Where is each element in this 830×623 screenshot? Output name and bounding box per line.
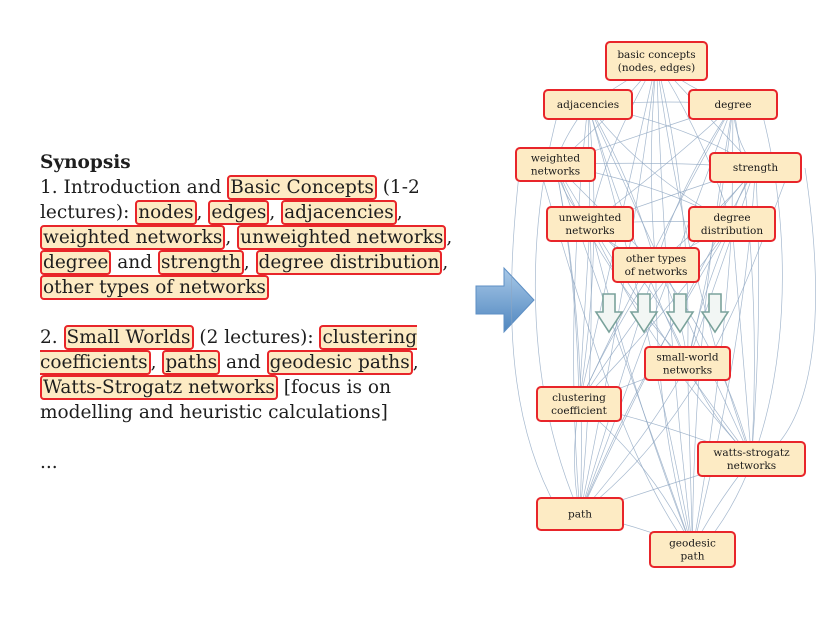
network-edge-60	[731, 223, 752, 460]
node-label: basic concepts	[617, 49, 695, 61]
network-edge-59	[578, 223, 733, 405]
term-watts-strogatz: Watts-Strogatz networks	[40, 375, 278, 400]
node-box	[546, 206, 634, 242]
synopsis-section-2: 2. Small Worlds (2 lectures): clustering…	[40, 325, 419, 423]
node-strength: strength	[709, 152, 802, 183]
node-label: watts-strogatz	[713, 447, 790, 459]
node-label: path	[568, 509, 592, 521]
network-edge-78	[511, 164, 561, 515]
network-edge-45	[687, 167, 756, 364]
network-edge-62	[692, 223, 733, 550]
node-box	[543, 89, 633, 120]
node-box	[649, 531, 736, 568]
node-box	[644, 346, 731, 381]
node-label: other types	[626, 253, 686, 265]
node-box	[515, 147, 596, 182]
node-path: path	[536, 497, 624, 531]
node-label: networks	[727, 460, 776, 472]
term-other-types: other types of networks	[40, 275, 269, 300]
network-edge-79	[759, 167, 816, 461]
network-edge-30	[732, 104, 755, 460]
node-box	[612, 247, 700, 283]
node-box	[709, 152, 802, 183]
node-label: adjacencies	[557, 99, 619, 111]
network-edge-46	[578, 167, 756, 405]
term-small-worlds: Small Worlds	[63, 325, 194, 350]
term-strength: strength	[157, 250, 244, 275]
term-weighted-networks: weighted networks	[40, 225, 226, 250]
node-basic-concepts: basic concepts(nodes, edges)	[605, 41, 708, 81]
node-box	[688, 206, 776, 242]
term-paths: paths	[162, 350, 221, 375]
node-label: degree	[713, 212, 750, 224]
network-edge-6	[650, 60, 657, 266]
node-label: geodesic	[669, 538, 716, 550]
node-label: distribution	[701, 225, 763, 237]
network-edge-17	[587, 104, 657, 266]
network-edge-10	[579, 60, 657, 515]
network-edge-53	[578, 223, 591, 405]
node-box	[536, 497, 624, 531]
down-arrow-icon	[665, 293, 695, 334]
down-arrow-icon	[594, 293, 624, 334]
synopsis-text: Synopsis 1. Introduction and Basic Conce…	[40, 150, 480, 500]
network-edge-11	[656, 60, 693, 550]
network-edge-71	[687, 363, 693, 550]
synopsis-heading: Synopsis	[40, 152, 131, 173]
down-arrow-icon	[629, 293, 659, 334]
term-geodesic-paths: geodesic paths	[266, 350, 413, 375]
network-edge-47	[751, 167, 760, 460]
network-edge-67	[655, 264, 693, 550]
synopsis-section-1: 1. Introduction and Basic Concepts (1-2 …	[40, 175, 453, 300]
network-edge-56	[589, 223, 693, 550]
node-label: small-world	[656, 352, 719, 364]
network-edge-19	[578, 104, 595, 405]
network-nodes: basic concepts(nodes, edges) adjacencies d…	[515, 41, 806, 568]
node-label: weighted	[531, 153, 580, 165]
right-arrow-icon	[475, 266, 535, 334]
term-degree-distribution: degree distribution	[255, 250, 443, 275]
term-adjacencies: adjacencies	[281, 200, 397, 225]
node-label: of networks	[625, 266, 688, 278]
node-adjacencies: adjacencies	[543, 89, 633, 120]
node-label: networks	[565, 225, 614, 237]
node-box	[536, 386, 622, 422]
node-label: networks	[531, 166, 580, 178]
node-label: networks	[663, 365, 712, 377]
term-edges: edges	[208, 200, 270, 225]
down-arrow-icon	[700, 293, 730, 334]
node-label: strength	[733, 162, 779, 174]
node-label: path	[681, 551, 705, 563]
node-label: unweighted	[559, 212, 622, 224]
term-degree: degree	[40, 250, 112, 275]
down-arrows	[594, 293, 730, 334]
synopsis-ellipsis: ...	[40, 452, 58, 473]
node-box	[697, 441, 806, 477]
node-degree: degree	[688, 89, 778, 120]
node-box	[605, 41, 708, 81]
term-unweighted-networks: unweighted networks	[237, 225, 447, 250]
node-label: clustering	[552, 392, 606, 404]
node-label: degree	[714, 99, 751, 111]
network-edge-38	[555, 164, 580, 405]
network-edge-55	[579, 223, 592, 515]
term-nodes: nodes	[135, 200, 197, 225]
node-label: coefficient	[551, 405, 607, 417]
node-label: (nodes, edges)	[618, 62, 696, 74]
term-basic-concepts: Basic Concepts	[227, 175, 377, 200]
node-box	[688, 89, 778, 120]
